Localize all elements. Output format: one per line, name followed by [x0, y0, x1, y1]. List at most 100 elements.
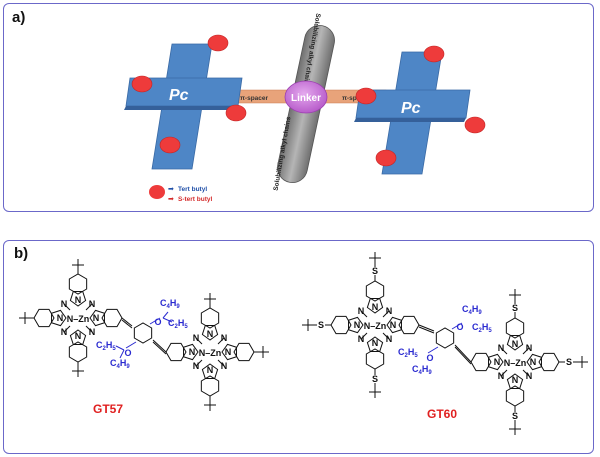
bond: [152, 339, 167, 353]
ring: [201, 363, 219, 379]
gt57-pc1-n-2: N: [61, 327, 68, 337]
bond: [162, 311, 169, 319]
gt60-s3: S: [318, 320, 324, 330]
gt57-c4h9-bot: C4H9: [110, 358, 130, 370]
ring: [506, 373, 524, 389]
gt57-c2h5-bot: C2H5: [96, 340, 116, 352]
bond: [522, 347, 530, 355]
gt60-c2h5-bot: C2H5: [398, 347, 418, 359]
gt57-c4h9-top: C4H9: [160, 298, 180, 310]
ring: [68, 341, 88, 363]
bond: [382, 332, 390, 340]
spacer-left-label: π-spacer: [240, 95, 269, 102]
gt57-o2: O: [124, 348, 131, 358]
gt60-pc2-n-0: N: [498, 343, 505, 353]
gt60-pc1-n-2: N: [358, 334, 365, 344]
ring: [200, 375, 220, 397]
linker-node: [284, 80, 328, 114]
panel-b-label: b): [14, 245, 29, 262]
gt60-s2: S: [372, 374, 378, 384]
panel-a-label: a): [12, 9, 26, 26]
gt60-c4h9-top: C4H9: [462, 304, 482, 316]
ring: [221, 343, 237, 361]
gt57-pc1-iso-n-1: N: [75, 331, 82, 341]
ring: [330, 315, 352, 335]
bond: [418, 324, 435, 332]
ring: [233, 342, 255, 362]
compound-gt57-label: GT57: [93, 402, 123, 416]
ring: [68, 273, 88, 295]
bond: [125, 341, 137, 349]
bond: [217, 359, 225, 367]
gt57-pc2-n-0: N: [193, 333, 200, 343]
gt57-pc2-iso-n-0: N: [207, 329, 214, 339]
bond: [149, 317, 161, 325]
ring: [165, 342, 187, 362]
ring: [33, 308, 55, 328]
ring: [366, 336, 384, 352]
bond: [63, 325, 71, 333]
gt60-s5: S: [512, 411, 518, 421]
legend-group-icon: [149, 185, 165, 199]
ring: [488, 353, 504, 371]
gt57-pc1-iso-n-2: N: [57, 313, 64, 323]
gt60-pc2-n-1: N: [526, 343, 533, 353]
bond: [195, 359, 203, 367]
gt57-pc2-n-2: N: [193, 361, 200, 371]
gt57-pc2-iso-n-3: N: [225, 347, 232, 357]
compound-gt60-label: GT60: [427, 407, 457, 421]
gt60-pc2-iso-n-0: N: [512, 339, 519, 349]
gt57-pc2-n-3: N: [221, 361, 228, 371]
gt60-pc1-iso-n-0: N: [372, 302, 379, 312]
panel-a: a) Solubilizing alkyl chains Solubilizin…: [3, 3, 594, 212]
bond: [427, 346, 439, 354]
gt60-pc1-zn-center: N–Zn: [364, 321, 387, 331]
ring: [366, 298, 384, 314]
gt57-pc2-iso-n-1: N: [207, 365, 214, 375]
gt60-pc2-iso-n-2: N: [494, 357, 501, 367]
bond: [162, 317, 173, 323]
ring: [69, 291, 87, 307]
gt60-c4h9-bot: C4H9: [412, 364, 432, 376]
ring: [201, 325, 219, 341]
gt60-o2: O: [426, 353, 433, 363]
gt60-pc1-iso-n-3: N: [390, 320, 397, 330]
ring: [69, 329, 87, 345]
bond: [360, 310, 368, 318]
ring: [365, 280, 385, 302]
gt60-c2h5-top: C2H5: [472, 322, 492, 334]
linker-label: Linker: [291, 93, 321, 104]
bond: [63, 303, 71, 311]
ring: [435, 327, 455, 349]
legend-s-tert-butyl: S-tert butyl: [178, 196, 213, 203]
gt57-c2h5-top: C2H5: [168, 318, 188, 330]
gt57-pc2-zn-center: N–Zn: [199, 348, 222, 358]
bond: [500, 369, 508, 377]
pc-left-label: Pc: [169, 87, 189, 104]
ring: [470, 352, 492, 372]
bond: [119, 349, 125, 359]
gt57-pc2-iso-n-2: N: [189, 347, 196, 357]
gt57-o1: O: [154, 317, 161, 327]
ring: [386, 316, 402, 334]
bond: [115, 345, 125, 351]
bond: [418, 326, 435, 334]
legend-arrow-icon-1: ➡: [168, 186, 174, 193]
gt57-pc1-n-1: N: [89, 299, 96, 309]
gt60-pc1-n-0: N: [358, 306, 365, 316]
bond: [121, 319, 133, 329]
pc-right-cross: [354, 51, 471, 175]
ring: [538, 352, 560, 372]
bond: [85, 303, 93, 311]
bond: [121, 317, 133, 327]
ring: [506, 335, 524, 351]
gt57-pc1-iso-n-0: N: [75, 295, 82, 305]
bond: [500, 347, 508, 355]
gt60-s4: S: [512, 303, 518, 313]
bond: [360, 332, 368, 340]
gt57-pc1-n-3: N: [89, 327, 96, 337]
gt60-pc2-iso-n-3: N: [530, 357, 537, 367]
ring: [133, 322, 153, 344]
bond: [451, 322, 463, 330]
